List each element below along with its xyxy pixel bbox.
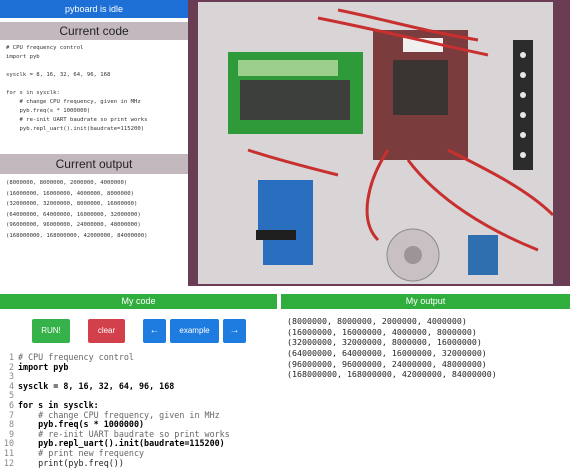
line-number: 11 [3, 448, 14, 458]
code-line-text: print(pyb.freq()) [18, 457, 124, 468]
current-output-box: (8000000, 8000000, 2000000, 4000000) (16… [0, 174, 188, 284]
current-code-line [6, 62, 182, 71]
run-button[interactable]: RUN! [32, 319, 70, 343]
code-line[interactable]: 8 pyb.freq(s * 1000000) [0, 419, 144, 430]
clear-button[interactable]: clear [88, 319, 125, 343]
current-code-line: # change CPU frequency, given in MHz [6, 99, 141, 105]
code-line[interactable]: 9 # re-init UART baudrate so print works [0, 429, 230, 440]
code-line-text: # CPU frequency control [18, 352, 134, 362]
status-bar: pyboard is idle [0, 0, 188, 18]
code-line[interactable]: 6 for s in sysclk: [0, 400, 99, 411]
camera-feed-image [188, 0, 570, 286]
code-line-text: pyb.repl_uart().init(baudrate=115200) [18, 438, 225, 449]
code-line[interactable]: 5 [0, 390, 18, 401]
current-code-line: pyb.repl_uart().init(baudrate=115200) [6, 126, 145, 132]
code-line[interactable]: 11 # print new frequency [0, 448, 144, 459]
current-output-header: Current output [0, 154, 188, 174]
line-number: 8 [8, 419, 14, 430]
code-line[interactable]: 3 [0, 371, 18, 382]
example-button[interactable]: example [170, 319, 219, 343]
current-code-line: # CPU frequency control [6, 45, 84, 51]
line-number: 6 [8, 400, 14, 410]
line-number: 12 [3, 457, 14, 468]
current-code-line: # re-init UART baudrate so print works [6, 117, 148, 123]
line-number: 10 [3, 438, 14, 449]
line-number: 7 [8, 409, 14, 420]
code-line-text: # change CPU frequency, given in MHz [18, 409, 220, 420]
line-number: 3 [8, 371, 14, 382]
code-line-text: # print new frequency [18, 448, 145, 458]
code-line[interactable]: 2 import pyb [0, 362, 68, 373]
current-output-line: (96000000, 96000000, 24000000, 48000000) [6, 222, 141, 229]
code-line[interactable]: 10 pyb.repl_uart().init(baudrate=115200) [0, 438, 225, 449]
my-output-line: (32000000, 32000000, 8000000, 16000000) [287, 337, 482, 348]
current-code-line: pyb.freq(s * 1000000) [6, 108, 91, 114]
current-output-line: (32000000, 32000000, 8000000, 16000000) [6, 201, 138, 208]
line-number: 4 [8, 380, 14, 391]
code-line[interactable]: 7 # change CPU frequency, given in MHz [0, 410, 220, 421]
line-number: 9 [8, 428, 14, 439]
my-output-header: My output [281, 294, 570, 309]
current-output-line: (168000000, 168000000, 42000000, 8400000… [6, 232, 148, 239]
current-output-line: (8000000, 8000000, 2000000, 4000000) [6, 180, 128, 186]
current-output-line: (64000000, 64000000, 16000000, 32000000) [6, 211, 141, 218]
current-code-box: # CPU frequency control import pyb syscl… [0, 40, 188, 152]
code-line-text: # re-init UART baudrate so print works [18, 428, 230, 439]
current-code-header: Current code [0, 22, 188, 40]
code-line[interactable]: 1 # CPU frequency control [0, 352, 134, 363]
my-output-line: (64000000, 64000000, 16000000, 32000000) [287, 348, 487, 359]
my-output-line: (168000000, 168000000, 42000000, 8400000… [287, 369, 497, 380]
current-code-line: import pyb [6, 54, 40, 60]
line-number: 2 [8, 361, 14, 372]
code-line-text: import pyb [18, 361, 69, 372]
my-output-line: (8000000, 8000000, 2000000, 4000000) [287, 316, 467, 326]
code-line-text: pyb.freq(s * 1000000) [18, 419, 145, 430]
code-line-text: for s in sysclk: [18, 400, 99, 410]
my-output-line: (96000000, 96000000, 24000000, 48000000) [287, 358, 487, 369]
next-example-button[interactable]: → [223, 319, 246, 343]
current-code-line: sysclk = 8, 16, 32, 64, 96, 168 [6, 72, 111, 78]
code-line[interactable]: 4 sysclk = 8, 16, 32, 64, 96, 168 [0, 381, 174, 392]
current-output-line: (16000000, 16000000, 4000000, 8000000) [6, 190, 134, 197]
my-code-header: My code [0, 294, 277, 309]
prev-example-button[interactable]: ← [143, 319, 166, 343]
camera-feed [188, 0, 570, 286]
current-code-line: for s in sysclk: [6, 90, 60, 96]
current-code-line [6, 80, 182, 89]
line-number: 5 [8, 390, 14, 401]
code-line[interactable]: 12 print(pyb.freq()) [0, 458, 124, 468]
line-number: 1 [8, 352, 14, 362]
code-line-text: sysclk = 8, 16, 32, 64, 96, 168 [18, 380, 175, 391]
my-output-line: (16000000, 16000000, 4000000, 8000000) [287, 326, 477, 337]
my-output-box: (8000000, 8000000, 2000000, 4000000) (16… [287, 316, 570, 416]
